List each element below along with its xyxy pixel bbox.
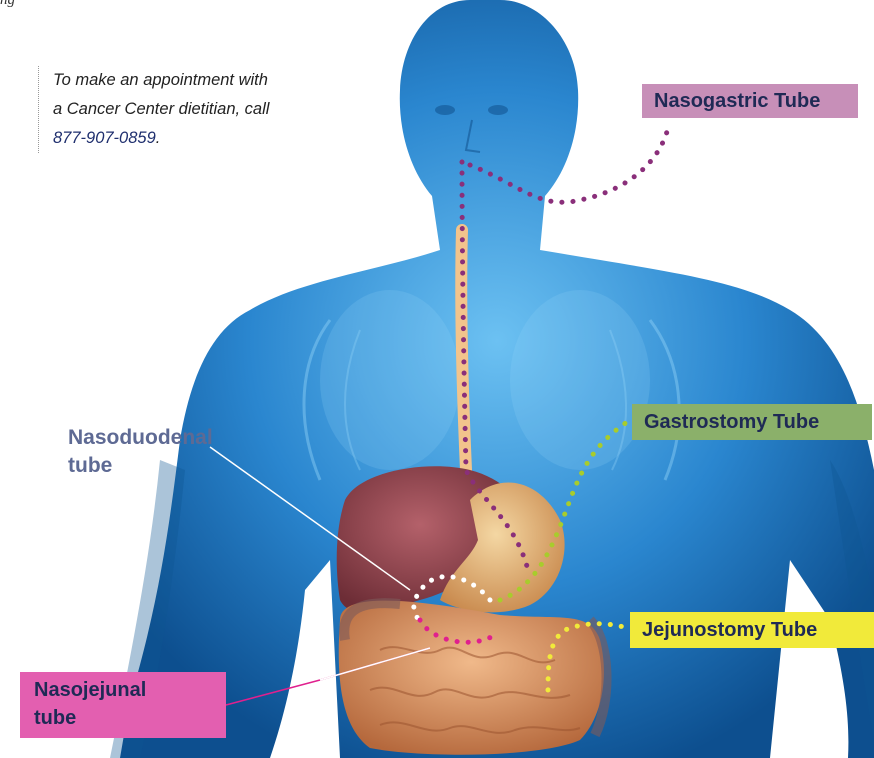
label-gastrostomy-tube: Gastrostomy Tube (632, 404, 872, 440)
note-line-1: To make an appointment with (53, 71, 268, 89)
label-nasogastric-tube: Nasogastric Tube (642, 84, 858, 118)
appointment-note: To make an appointment with a Cancer Cen… (38, 66, 353, 153)
note-line-2: a Cancer Center dietitian, call (53, 100, 269, 118)
note-period: . (156, 129, 161, 147)
nasoduodenal-label-line-1: Nasoduodenal (68, 426, 213, 449)
page-header-fragment: ng (0, 0, 15, 9)
phone-number[interactable]: 877-907-0859 (53, 129, 156, 147)
nasojejunal-label-line-1: Nasojejunal (34, 679, 146, 701)
label-nasoduodenal-tube: Nasoduodenal tube (68, 424, 213, 480)
intestines (339, 601, 607, 755)
nasoduodenal-label-line-2: tube (68, 454, 112, 477)
label-nasojejunal-tube: Nasojejunal tube (20, 672, 226, 738)
label-jejunostomy-tube: Jejunostomy Tube (630, 612, 874, 648)
nasojejunal-label-line-2: tube (34, 707, 76, 729)
